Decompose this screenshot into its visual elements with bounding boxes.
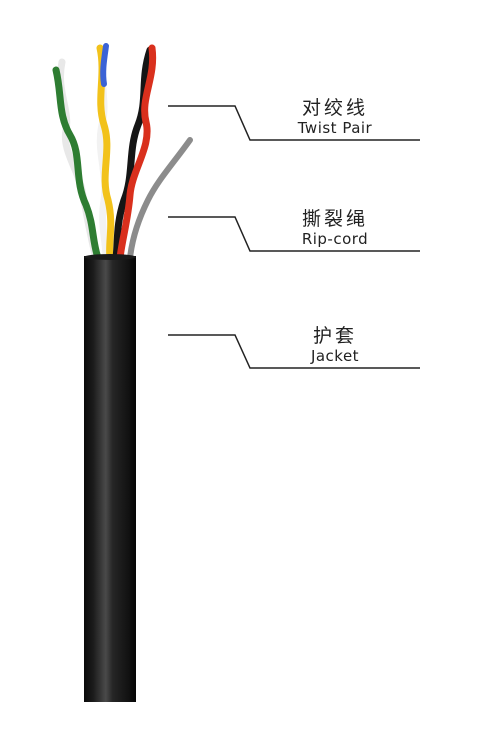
jacket-leader xyxy=(168,334,420,369)
wire-green xyxy=(52,66,102,262)
wire-blue xyxy=(100,43,109,87)
cable-jacket xyxy=(84,256,136,702)
twisted-pair-wires xyxy=(52,43,157,262)
wire-yellow xyxy=(96,44,115,262)
jacket-label-en: Jacket xyxy=(310,347,360,365)
jacket-cut-edge xyxy=(84,254,136,260)
twist-pair-label-en: Twist Pair xyxy=(297,119,373,137)
wire-black xyxy=(112,46,154,262)
jacket-label-cn: 护套 xyxy=(312,325,357,347)
ripcord-strand xyxy=(127,137,193,261)
ripcord-leader xyxy=(168,216,420,252)
wire-red xyxy=(116,44,157,262)
ripcord-label-cn: 撕裂绳 xyxy=(301,208,368,230)
twist-pair-leader xyxy=(168,105,420,141)
twist-pair-label-cn: 对绞线 xyxy=(301,97,368,119)
ripcord-label-en: Rip-cord xyxy=(301,230,369,248)
